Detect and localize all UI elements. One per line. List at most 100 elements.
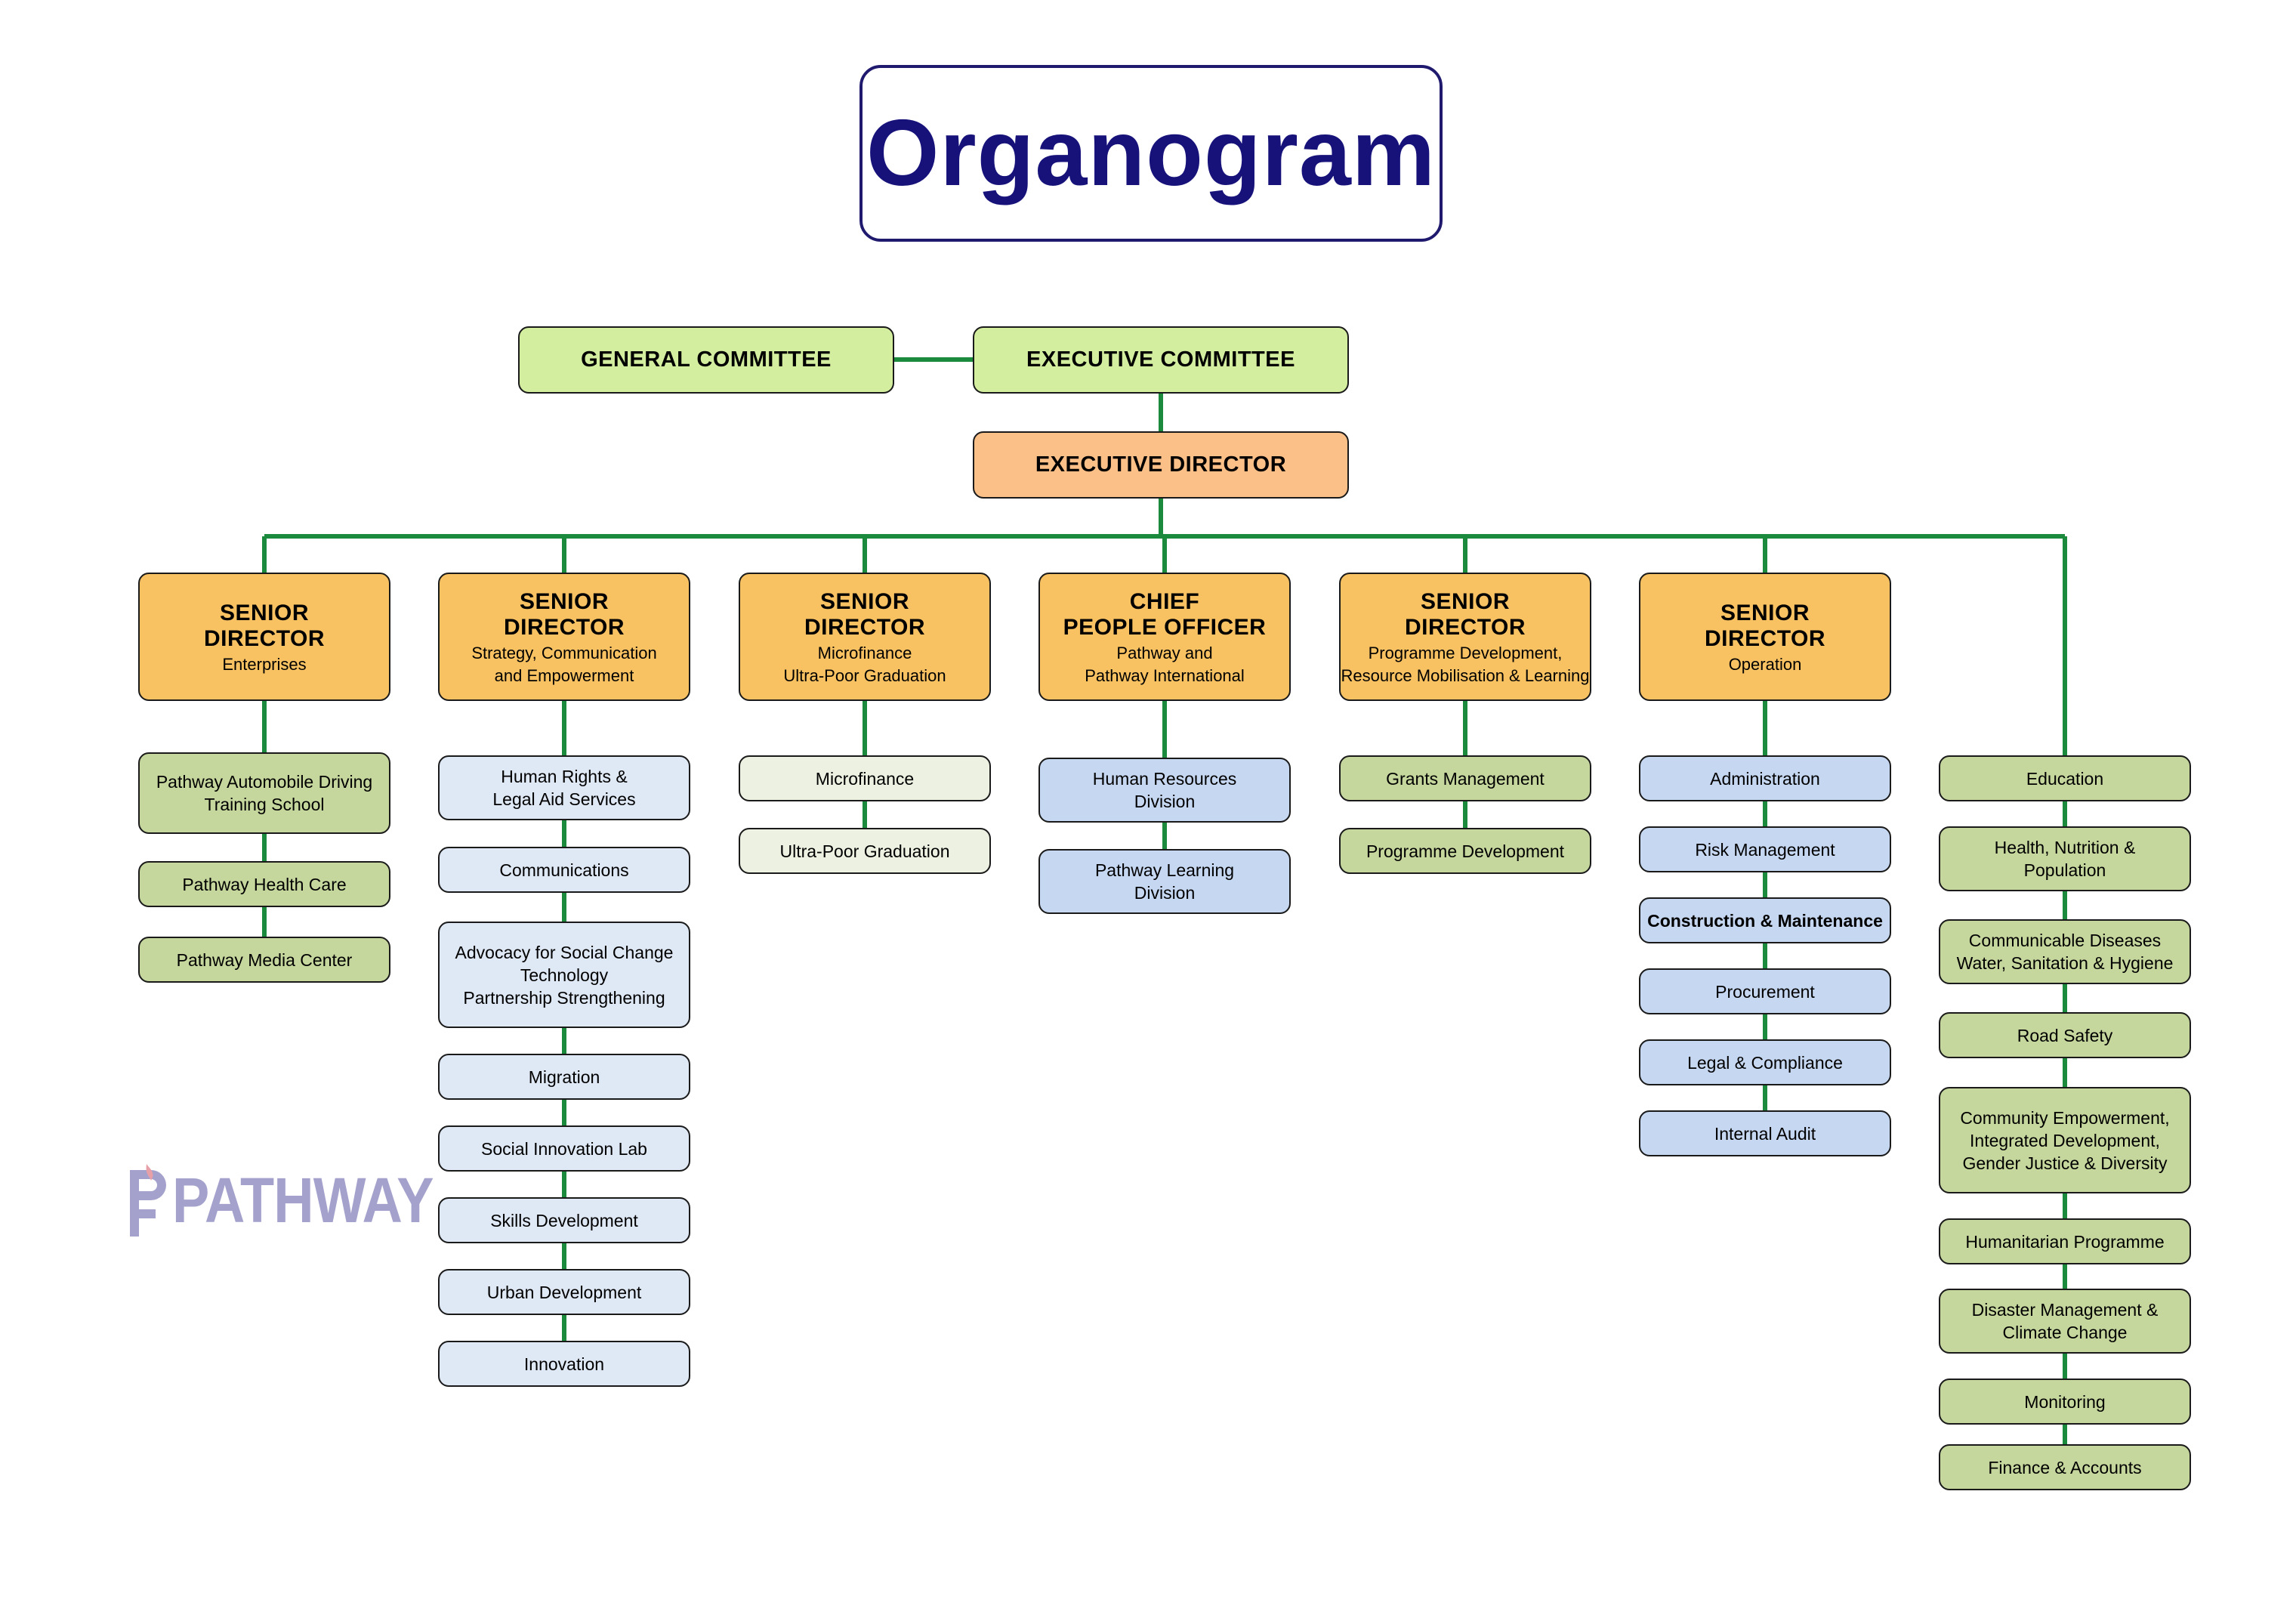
unit-box[interactable]: Human Rights &Legal Aid Services — [438, 755, 690, 820]
unit-label: Disaster Management &Climate Change — [1971, 1300, 2159, 1342]
unit-box[interactable]: Education — [1939, 755, 2191, 801]
unit-box[interactable]: Grants Management — [1339, 755, 1591, 801]
unit-box[interactable]: Urban Development — [438, 1269, 690, 1315]
unit-box[interactable]: Ultra-Poor Graduation — [739, 828, 991, 874]
unit-box[interactable]: Procurement — [1639, 968, 1891, 1014]
executive-committee-label: EXECUTIVE COMMITTEE — [1026, 347, 1295, 372]
unit-box[interactable]: Monitoring — [1939, 1379, 2191, 1425]
unit-box[interactable]: Disaster Management &Climate Change — [1939, 1289, 2191, 1354]
unit-label: Administration — [1710, 768, 1820, 789]
department-head-role: DIRECTOR — [804, 615, 926, 640]
unit-label: Monitoring — [2024, 1391, 2106, 1412]
department-head-title: CHIEF — [1129, 589, 1200, 614]
department-head-subtitle: Enterprises — [222, 655, 307, 674]
unit-box[interactable]: Pathway Media Center — [138, 937, 390, 983]
unit-box[interactable]: Road Safety — [1939, 1012, 2191, 1058]
unit-label: Procurement — [1715, 981, 1815, 1002]
unit-label: Humanitarian Programme — [1965, 1231, 2165, 1252]
unit-box[interactable]: Microfinance — [739, 755, 991, 801]
unit-box[interactable]: Pathway Health Care — [138, 861, 390, 907]
department-head-role: PEOPLE OFFICER — [1063, 615, 1267, 640]
page-title: Organogram — [866, 101, 1437, 205]
department-head-role: DIRECTOR — [503, 615, 625, 640]
department-head-title: SENIOR — [519, 589, 609, 614]
unit-box[interactable]: Humanitarian Programme — [1939, 1218, 2191, 1264]
unit-label: Finance & Accounts — [1988, 1457, 2142, 1477]
unit-label: Communications — [499, 860, 629, 880]
pathway-logo-text: PATHWAY — [172, 1164, 434, 1236]
executive-director-label: EXECUTIVE DIRECTOR — [1035, 452, 1287, 477]
unit-label: Urban Development — [486, 1282, 642, 1302]
department-head-title: SENIOR — [1420, 589, 1511, 614]
unit-box[interactable]: Risk Management — [1639, 826, 1891, 872]
unit-box[interactable]: Social Innovation Lab — [438, 1125, 690, 1172]
unit-label: Ultra-Poor Graduation — [779, 841, 950, 861]
unit-label: Human Rights &Legal Aid Services — [492, 767, 636, 809]
unit-label: Social Innovation Lab — [481, 1138, 647, 1159]
unit-label: Pathway Health Care — [182, 874, 347, 894]
unit-box[interactable]: Health, Nutrition &Population — [1939, 826, 2191, 891]
unit-label: Community Empowerment,Integrated Develop… — [1960, 1107, 2170, 1173]
unit-label: Legal & Compliance — [1687, 1052, 1843, 1073]
unit-label: Health, Nutrition &Population — [1994, 838, 2136, 880]
unit-box[interactable]: Construction & Maintenance — [1639, 897, 1891, 943]
unit-label: Construction & Maintenance — [1647, 910, 1883, 931]
pathway-logo: PATHWAY — [128, 1159, 469, 1242]
department-head-role: DIRECTOR — [1704, 626, 1826, 651]
department-head-subtitle: Programme Development,Resource Mobilisat… — [1341, 644, 1590, 685]
unit-label: Risk Management — [1695, 839, 1835, 860]
unit-box[interactable]: Community Empowerment,Integrated Develop… — [1939, 1087, 2191, 1193]
unit-label: Skills Development — [490, 1210, 638, 1230]
department-head-role: DIRECTOR — [1404, 615, 1526, 640]
unit-label: Road Safety — [2017, 1025, 2113, 1045]
unit-box[interactable]: Skills Development — [438, 1197, 690, 1243]
unit-label: Education — [2026, 768, 2104, 789]
unit-label: Pathway Media Center — [176, 949, 353, 970]
unit-label: Migration — [528, 1067, 600, 1087]
unit-box[interactable]: Finance & Accounts — [1939, 1444, 2191, 1490]
pathway-logo-icon — [130, 1164, 166, 1237]
department-head-title: SENIOR — [819, 589, 910, 614]
unit-box[interactable]: Programme Development — [1339, 828, 1591, 874]
unit-box[interactable]: Migration — [438, 1054, 690, 1100]
department-head-role: DIRECTOR — [203, 626, 326, 651]
unit-label: Grants Management — [1386, 768, 1545, 789]
unit-box[interactable]: Administration — [1639, 755, 1891, 801]
executive-director-box[interactable]: EXECUTIVE DIRECTOR — [973, 431, 1349, 499]
department-head-title: SENIOR — [219, 601, 310, 625]
department-head-subtitle: Operation — [1728, 655, 1802, 674]
unit-box[interactable]: Innovation — [438, 1341, 690, 1387]
executive-committee-box[interactable]: EXECUTIVE COMMITTEE — [973, 326, 1349, 394]
unit-label: Internal Audit — [1714, 1123, 1816, 1144]
unit-label: Microfinance — [815, 768, 915, 789]
department-head-title: SENIOR — [1720, 601, 1810, 625]
unit-label: Innovation — [523, 1354, 605, 1374]
unit-box[interactable]: Internal Audit — [1639, 1110, 1891, 1156]
general-committee-label: GENERAL COMMITTEE — [581, 347, 832, 372]
page-title-box: Organogram — [859, 65, 1443, 242]
unit-box[interactable]: Legal & Compliance — [1639, 1039, 1891, 1085]
unit-label: Programme Development — [1366, 841, 1565, 861]
unit-box[interactable]: Communications — [438, 847, 690, 893]
general-committee-box[interactable]: GENERAL COMMITTEE — [518, 326, 894, 394]
